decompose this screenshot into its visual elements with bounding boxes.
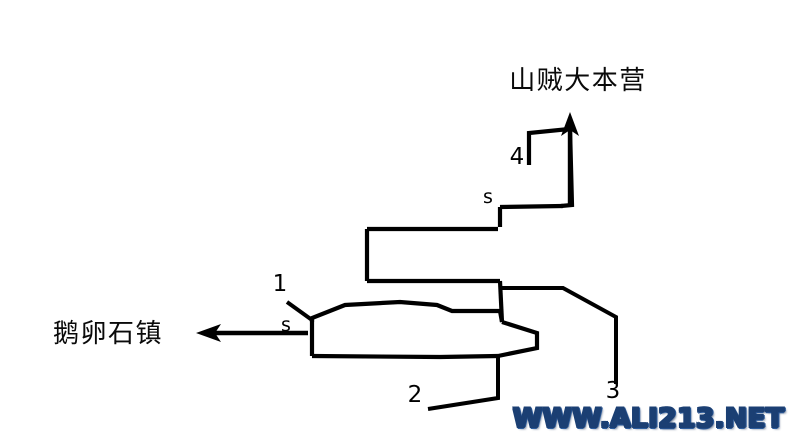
upper-passage-walls [526,126,575,209]
leader-2-line [427,356,500,411]
diagonal-passage [497,203,564,227]
west-arrow-head [196,324,221,342]
marker-s-upper: s [483,186,493,208]
main-cave-room [309,299,540,360]
passage-4-right-wall [560,127,575,209]
label-bandit-headquarters: 山贼大本营 [509,66,647,96]
map-number-3: 3 [606,378,621,404]
label-cobblestone-town: 鹅卵石镇 [53,319,163,349]
marker-s-left: s [281,314,291,336]
leader-1 [285,300,314,322]
west-exit-arrow [196,324,308,342]
leader-1-line [285,300,314,322]
map-number-2: 2 [408,382,423,408]
room-right-wall [497,319,540,359]
diagonal-upper-wall [499,203,564,210]
leader-2 [427,356,500,411]
leader-3-line [502,286,618,384]
map-number-4: 4 [510,144,525,170]
room-top-wall [309,299,505,323]
site-watermark: WWW.ALI213.NET [512,403,784,434]
leader-3 [502,286,618,384]
map-number-1: 1 [273,271,288,297]
room-bottom-wall [311,353,499,360]
passage-4-left-wall [526,126,570,165]
main-corridor [364,226,505,323]
